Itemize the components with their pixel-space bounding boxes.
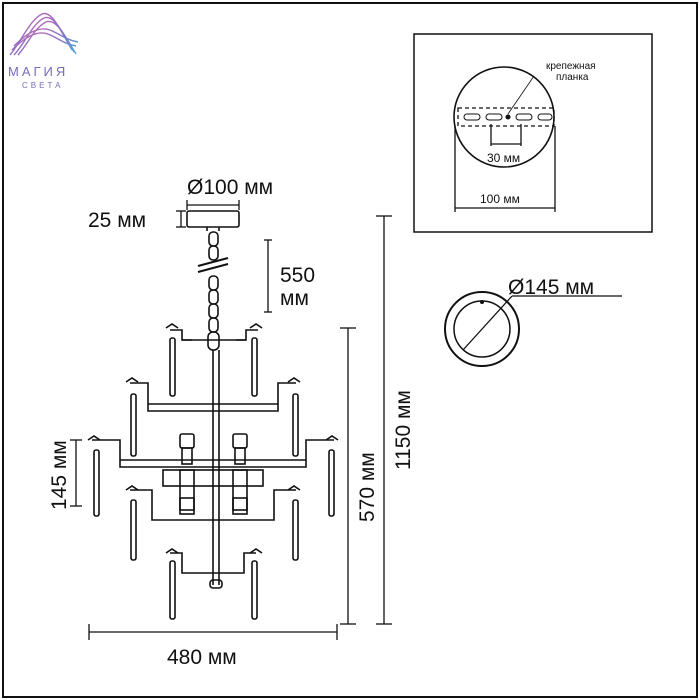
- tier-5: [165, 548, 263, 620]
- dim-tier-spacing: 145 мм: [48, 439, 82, 510]
- dim-width: 480 мм: [88, 624, 338, 669]
- mounting-detail-box: крепежная планка 30 мм 100 мм: [413, 33, 653, 233]
- dim-chain-length: 550 мм: [264, 239, 315, 313]
- dim-body-height: 570 мм: [340, 327, 379, 625]
- chain-length-value: 550: [280, 264, 315, 287]
- tier-4: [125, 485, 301, 561]
- total-height-label: 1150 мм: [392, 390, 415, 470]
- tier-spacing-label: 145 мм: [48, 440, 71, 510]
- slot-spacing-label: 30 мм: [487, 151, 520, 165]
- body-height-label: 570 мм: [356, 452, 379, 522]
- dim-canopy-diameter: Ø100 мм: [186, 176, 273, 210]
- logo-mark-icon: [9, 12, 79, 56]
- canopy-diameter-label: Ø100 мм: [187, 176, 273, 199]
- tier-3: [87, 433, 339, 517]
- base-diameter-label: Ø145 мм: [508, 276, 594, 299]
- chain: [197, 231, 229, 351]
- mounting-bracket: [457, 107, 555, 127]
- dim-canopy-height: 25 мм: [88, 209, 186, 232]
- width-label: 480 мм: [167, 646, 237, 669]
- bracket-label-line1: крепежная: [546, 61, 596, 72]
- canopy-width-label: 100 мм: [480, 192, 520, 206]
- chandelier-drawing: [87, 210, 339, 620]
- chain-length-unit: мм: [280, 287, 309, 310]
- tier-2: [125, 377, 301, 457]
- brand-logo: МАГИЯ СВЕТА: [8, 12, 79, 90]
- brand-tagline: СВЕТА: [22, 81, 63, 90]
- bracket-label-line2: планка: [556, 72, 589, 83]
- canopy: [186, 210, 240, 228]
- tier-1: [165, 323, 263, 397]
- brand-name: МАГИЯ: [8, 64, 68, 79]
- center-cluster: [162, 469, 264, 515]
- canopy-height-label: 25 мм: [88, 209, 146, 232]
- base-ring-view: Ø145 мм: [444, 276, 622, 367]
- dim-total-height: 1150 мм: [376, 215, 415, 625]
